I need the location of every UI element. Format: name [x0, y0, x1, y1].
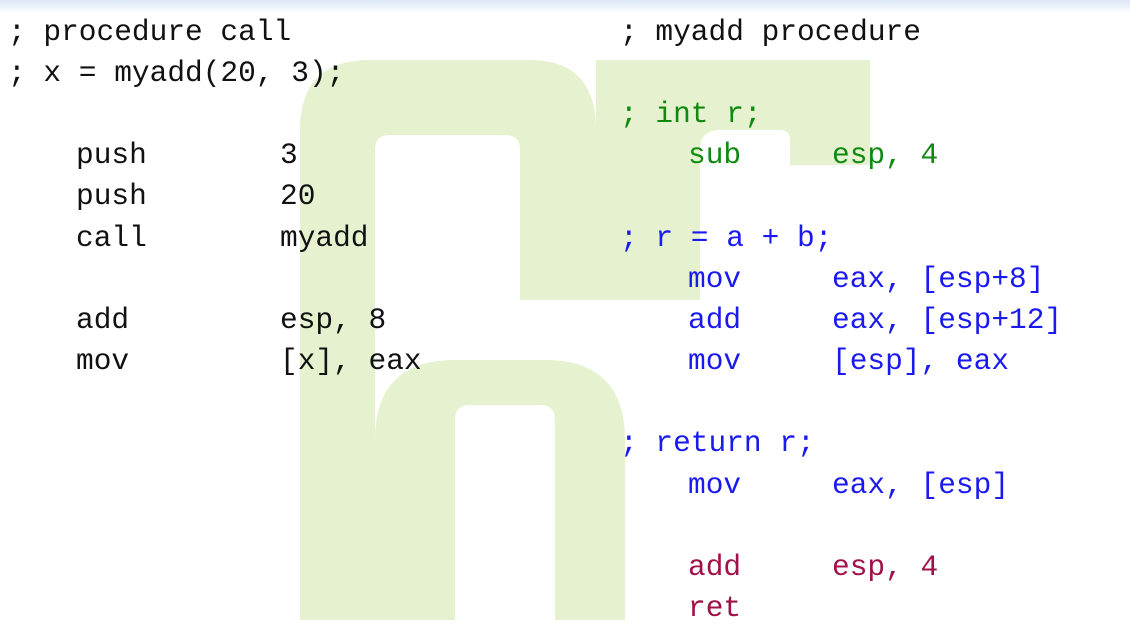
asm-arg: 20	[280, 179, 316, 213]
asm-op: push	[76, 138, 147, 172]
asm-op: add	[688, 303, 742, 337]
comment-return-r: ; return r;	[620, 426, 815, 460]
asm-op: call	[76, 221, 147, 255]
asm-op: mov	[688, 262, 742, 296]
asm-arg: esp, 4	[832, 138, 939, 172]
asm-op: sub	[688, 138, 742, 172]
asm-op: add	[688, 550, 742, 584]
asm-op: mov	[688, 468, 742, 502]
top-gradient-bar	[0, 0, 1130, 14]
asm-arg: 3	[280, 138, 298, 172]
asm-op: mov	[76, 344, 130, 378]
comment-int-r: ; int r;	[620, 97, 762, 131]
asm-arg: eax, [esp]	[832, 468, 1010, 502]
comment-c-call: ; x = myadd(20, 3);	[8, 56, 345, 90]
asm-arg: [esp], eax	[832, 344, 1010, 378]
asm-op: ret	[688, 591, 742, 625]
asm-op: push	[76, 179, 147, 213]
comment-myadd-procedure: ; myadd procedure	[620, 15, 921, 49]
asm-arg: [x], eax	[280, 344, 422, 378]
comment-procedure-call: ; procedure call	[8, 15, 292, 49]
asm-arg: esp, 4	[832, 550, 939, 584]
asm-arg: eax, [esp+12]	[832, 303, 1063, 337]
asm-op: mov	[688, 344, 742, 378]
asm-arg: eax, [esp+8]	[832, 262, 1045, 296]
comment-r-equals-a-plus-b: ; r = a + b;	[620, 221, 833, 255]
watermark-logo-shapes	[300, 60, 870, 620]
asm-arg: myadd	[280, 221, 369, 255]
asm-arg: esp, 8	[280, 303, 387, 337]
asm-op: add	[76, 303, 130, 337]
